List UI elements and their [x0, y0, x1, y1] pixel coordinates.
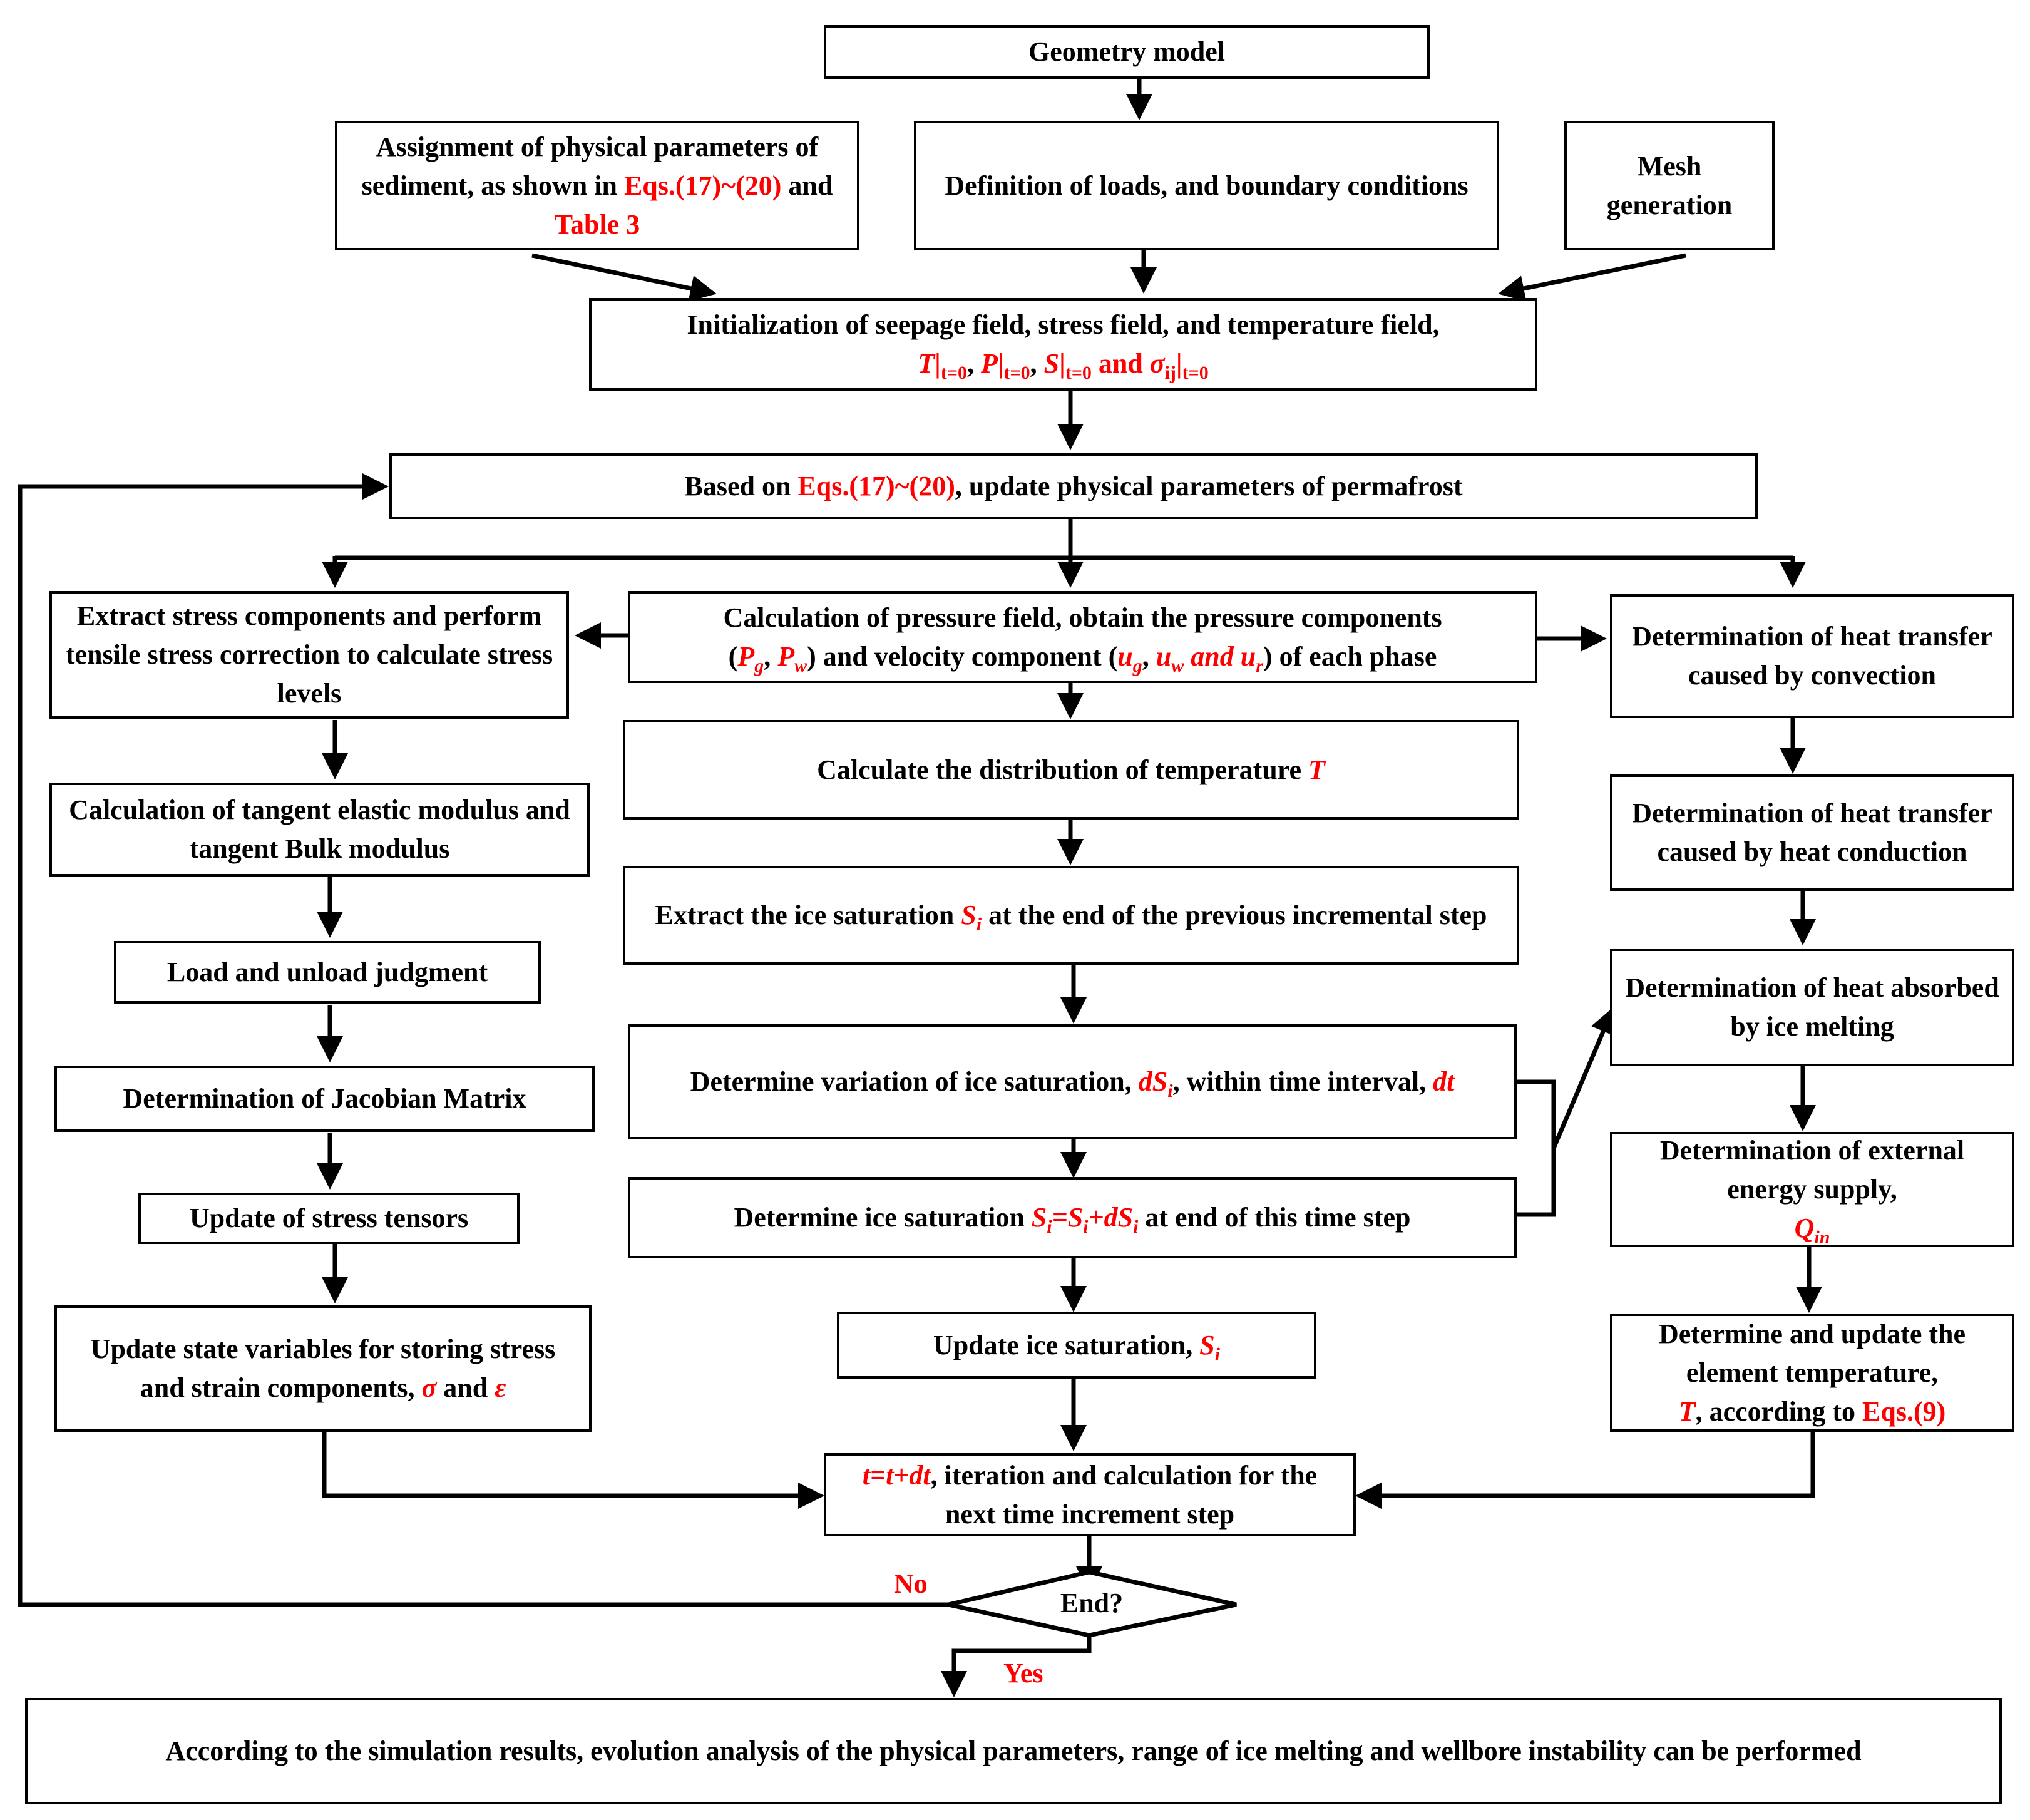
node-convection: Determination of heat transfer caused by… — [1610, 594, 2014, 718]
node-update-physical-parameters: Based on Eqs.(17)~(20), update physical … — [389, 453, 1758, 519]
arrow-mesh-to-init — [1498, 253, 1686, 302]
node-loads-boundary: Definition of loads, and boundary condit… — [914, 121, 1499, 250]
node-assign-parameters: Assignment of physical parameters of sed… — [335, 121, 859, 250]
arrow-yes-to-final — [941, 1635, 1092, 1697]
node-update-ice-saturation: Update ice saturation, Si — [837, 1312, 1316, 1379]
node-extract-ice-saturation: Extract the ice saturation Si at the end… — [623, 866, 1519, 965]
assign-eq-ref: Eqs.(17)~(20) — [623, 170, 782, 201]
node-update-stress-tensors: Update of stress tensors — [138, 1193, 520, 1244]
node-iteration: t=t+dt, iteration and calculation for th… — [824, 1453, 1356, 1536]
node-geometry-model: Geometry model — [824, 25, 1430, 79]
decision-diamond — [948, 1570, 1237, 1638]
assign-table-ref: Table 3 — [554, 208, 640, 240]
arrow-assign-to-init — [531, 253, 717, 302]
arrow-elementtemp-to-iteration — [1355, 1432, 1815, 1509]
node-load-unload: Load and unload judgment — [114, 941, 541, 1004]
node-extract-stress: Extract stress components and perform te… — [49, 591, 569, 719]
node-pressure-field: Calculation of pressure field, obtain th… — [628, 591, 1537, 683]
no-label: No — [894, 1568, 928, 1599]
node-ice-saturation-step: Determine ice saturation Si=Si+dSi at en… — [628, 1177, 1517, 1258]
node-tangent-modulus: Calculation of tangent elastic modulus a… — [49, 783, 590, 877]
arrow-state-to-iteration — [322, 1432, 824, 1509]
arrow-bracket-to-melting — [1551, 1007, 1616, 1149]
node-conduction: Determination of heat transfer caused by… — [1610, 774, 2014, 891]
assign-text: Assignment of physical parameters of sed… — [361, 131, 819, 201]
arrow-no-loop — [18, 473, 948, 1607]
node-element-temperature: Determine and update the element tempera… — [1610, 1314, 2014, 1432]
node-jacobian: Determination of Jacobian Matrix — [54, 1066, 595, 1132]
bracket-icevar-icesat — [1517, 1079, 1556, 1217]
node-temperature-distribution: Calculate the distribution of temperatur… — [623, 720, 1519, 820]
node-external-energy: Determination of external energy supply,… — [1610, 1132, 2014, 1247]
node-state-variables: Update state variables for storing stres… — [54, 1305, 592, 1432]
node-ice-melting-heat: Determination of heat absorbed by ice me… — [1610, 949, 2014, 1066]
yes-label: Yes — [1003, 1658, 1043, 1689]
node-ice-variation: Determine variation of ice saturation, d… — [628, 1024, 1517, 1139]
node-initialization: Initialization of seepage field, stress … — [589, 298, 1537, 391]
decision-label: End? — [1060, 1588, 1124, 1618]
node-final-analysis: According to the simulation results, evo… — [25, 1698, 2002, 1804]
node-mesh-generation: Mesh generation — [1564, 121, 1775, 250]
